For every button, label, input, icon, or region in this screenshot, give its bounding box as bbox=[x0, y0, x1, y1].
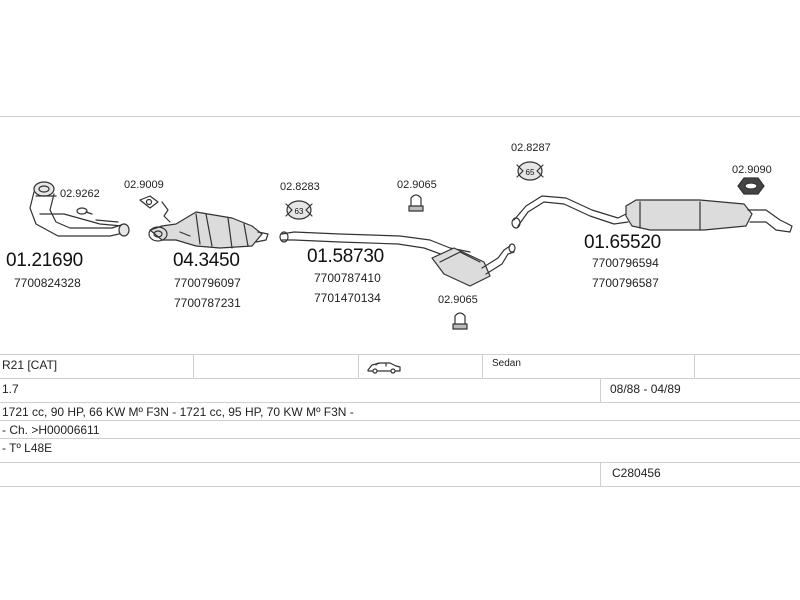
table-divider-2 bbox=[0, 378, 800, 379]
hanger-drawing-1 bbox=[408, 194, 424, 212]
oe-ref: 7700796097 bbox=[174, 276, 241, 290]
oe-ref: 7700796594 bbox=[592, 256, 659, 270]
chassis-number: - Ch. >H00006611 bbox=[2, 423, 100, 437]
mount-drawing-2 bbox=[516, 161, 544, 181]
engine-size: 1.7 bbox=[2, 382, 19, 396]
table-divider-6 bbox=[0, 462, 800, 463]
ring-drawing bbox=[737, 177, 765, 195]
table-divider-1 bbox=[0, 354, 800, 355]
table-divider-5 bbox=[0, 438, 800, 439]
table-col-5 bbox=[600, 378, 601, 402]
body-type: Sedan bbox=[492, 358, 521, 369]
fitting-label-02-9065-upper: 02.9065 bbox=[397, 179, 437, 191]
table-col-4 bbox=[694, 354, 695, 378]
mount-drawing-1 bbox=[285, 200, 313, 220]
oe-ref: 7701470134 bbox=[314, 291, 381, 305]
fitting-label-02-8283: 02.8283 bbox=[280, 181, 320, 193]
front-pipe-drawing bbox=[29, 181, 130, 237]
part-code-01-58730: 01.58730 bbox=[307, 246, 384, 267]
oe-ref: 7700787410 bbox=[314, 271, 381, 285]
engine-variants: 1721 cc, 90 HP, 66 KW Mº F3N - 1721 cc, … bbox=[2, 405, 354, 419]
part-code-04-3450: 04.3450 bbox=[173, 250, 240, 271]
fitting-label-02-9065-lower: 02.9065 bbox=[438, 294, 478, 306]
bottom-border bbox=[0, 486, 800, 487]
sensor-drawing bbox=[139, 195, 171, 223]
part-code-01-65520: 01.65520 bbox=[584, 232, 661, 253]
table-divider-4 bbox=[0, 420, 800, 421]
rear-silencer-drawing bbox=[511, 195, 793, 233]
catalytic-converter-drawing bbox=[148, 211, 269, 249]
fitting-label-02-8287: 02.8287 bbox=[511, 142, 551, 154]
clamp-drawing-1 bbox=[76, 207, 93, 215]
oe-ref: 7700824328 bbox=[14, 276, 81, 290]
oe-ref: 7700787231 bbox=[174, 296, 241, 310]
sedan-car-icon bbox=[367, 362, 401, 374]
table-col-1 bbox=[193, 354, 194, 378]
intermediate-pipe-drawing bbox=[279, 231, 516, 287]
badge-65: 65 bbox=[526, 168, 535, 177]
table-col-2 bbox=[358, 354, 359, 378]
vehicle-model: R21 [CAT] bbox=[2, 358, 58, 372]
fitting-label-02-9262: 02.9262 bbox=[60, 188, 100, 200]
part-code-01-21690: 01.21690 bbox=[6, 250, 83, 271]
production-years: 08/88 - 04/89 bbox=[610, 382, 681, 396]
badge-63: 63 bbox=[295, 207, 304, 216]
fitting-label-02-9090: 02.9090 bbox=[732, 164, 772, 176]
catalog-code: C280456 bbox=[612, 466, 661, 480]
oe-ref: 7700796587 bbox=[592, 276, 659, 290]
fitting-label-02-9009: 02.9009 bbox=[124, 179, 164, 191]
type-code: - Tº L48E bbox=[2, 441, 53, 455]
hanger-drawing-2 bbox=[452, 312, 468, 330]
top-border bbox=[0, 116, 800, 117]
table-col-3 bbox=[482, 354, 483, 378]
table-col-6 bbox=[600, 462, 601, 486]
table-divider-3 bbox=[0, 402, 800, 403]
